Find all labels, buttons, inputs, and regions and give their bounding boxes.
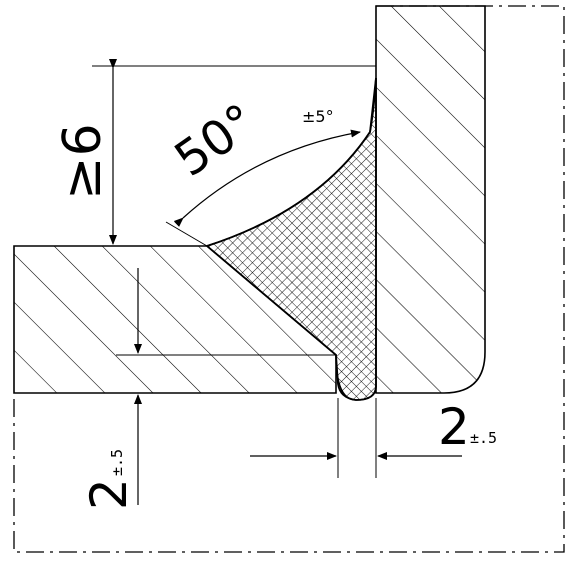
angle-arc (173, 129, 361, 228)
min-height-label: ≥6 (53, 123, 113, 200)
bottom-gap-value: 2 (80, 478, 138, 510)
right-gap-value: 2 (438, 398, 470, 456)
bottom-gap-label: 2 ±.5 (80, 449, 138, 510)
angle-label: 50° (165, 93, 267, 188)
weld-root (335, 354, 377, 401)
angle-leader (165, 221, 208, 247)
horizontal-plate (13, 245, 337, 394)
bottom-gap-tolerance: ±.5 (108, 449, 126, 476)
vertical-plate (375, 5, 486, 394)
right-gap-tolerance: ±.5 (470, 429, 497, 447)
angle-tolerance-label: ±5° (302, 107, 334, 126)
outer-boundary-dashed (13, 5, 565, 553)
